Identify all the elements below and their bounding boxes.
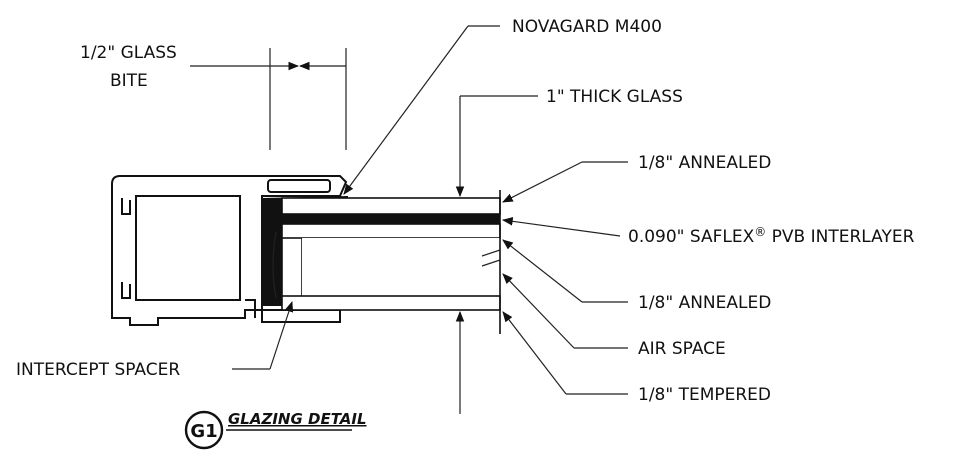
tempered-lite	[281, 295, 501, 311]
glass-bite-dimension	[190, 48, 347, 150]
frame-left-notch-bottom	[121, 282, 131, 299]
pvb-interlayer	[282, 214, 500, 224]
break-mark	[481, 249, 501, 267]
frame-left-notch-top	[121, 198, 131, 215]
intercept-spacer-label: INTERCEPT SPACER	[16, 360, 180, 380]
thick-glass-label: 1" THICK GLASS	[546, 87, 683, 107]
glass-bite-label-2: BITE	[110, 71, 148, 91]
detail-tag-circle	[184, 410, 224, 450]
interlayer-label: 0.090" SAFLEX® PVB INTERLAYER	[628, 225, 915, 247]
thick-glass-dimension	[455, 95, 538, 414]
annealed-lite-bottom	[281, 223, 501, 239]
air-space-label: AIR SPACE	[638, 339, 726, 359]
annealed-bottom-label: 1/8" ANNEALED	[638, 293, 771, 313]
detail-title: GLAZING DETAIL	[228, 410, 367, 428]
frame-web	[245, 299, 256, 318]
aluminum-frame	[111, 175, 348, 326]
glass-bite-label-1: 1/2" GLASS	[80, 43, 177, 63]
frame-inner-cavity	[135, 195, 241, 301]
glass-unit	[281, 190, 501, 334]
detail-tag-text: G1	[190, 421, 217, 442]
tempered-label: 1/8" TEMPERED	[638, 385, 771, 405]
detail-tag: G1 GLAZING DETAIL	[184, 410, 367, 450]
annealed-top-label: 1/8" ANNEALED	[638, 153, 771, 173]
frame-top-channel	[267, 179, 331, 193]
novagard-label: NOVAGARD M400	[512, 17, 662, 37]
leader-lines	[232, 25, 628, 395]
air-space-gap	[302, 238, 500, 296]
annealed-lite-top	[281, 197, 501, 215]
